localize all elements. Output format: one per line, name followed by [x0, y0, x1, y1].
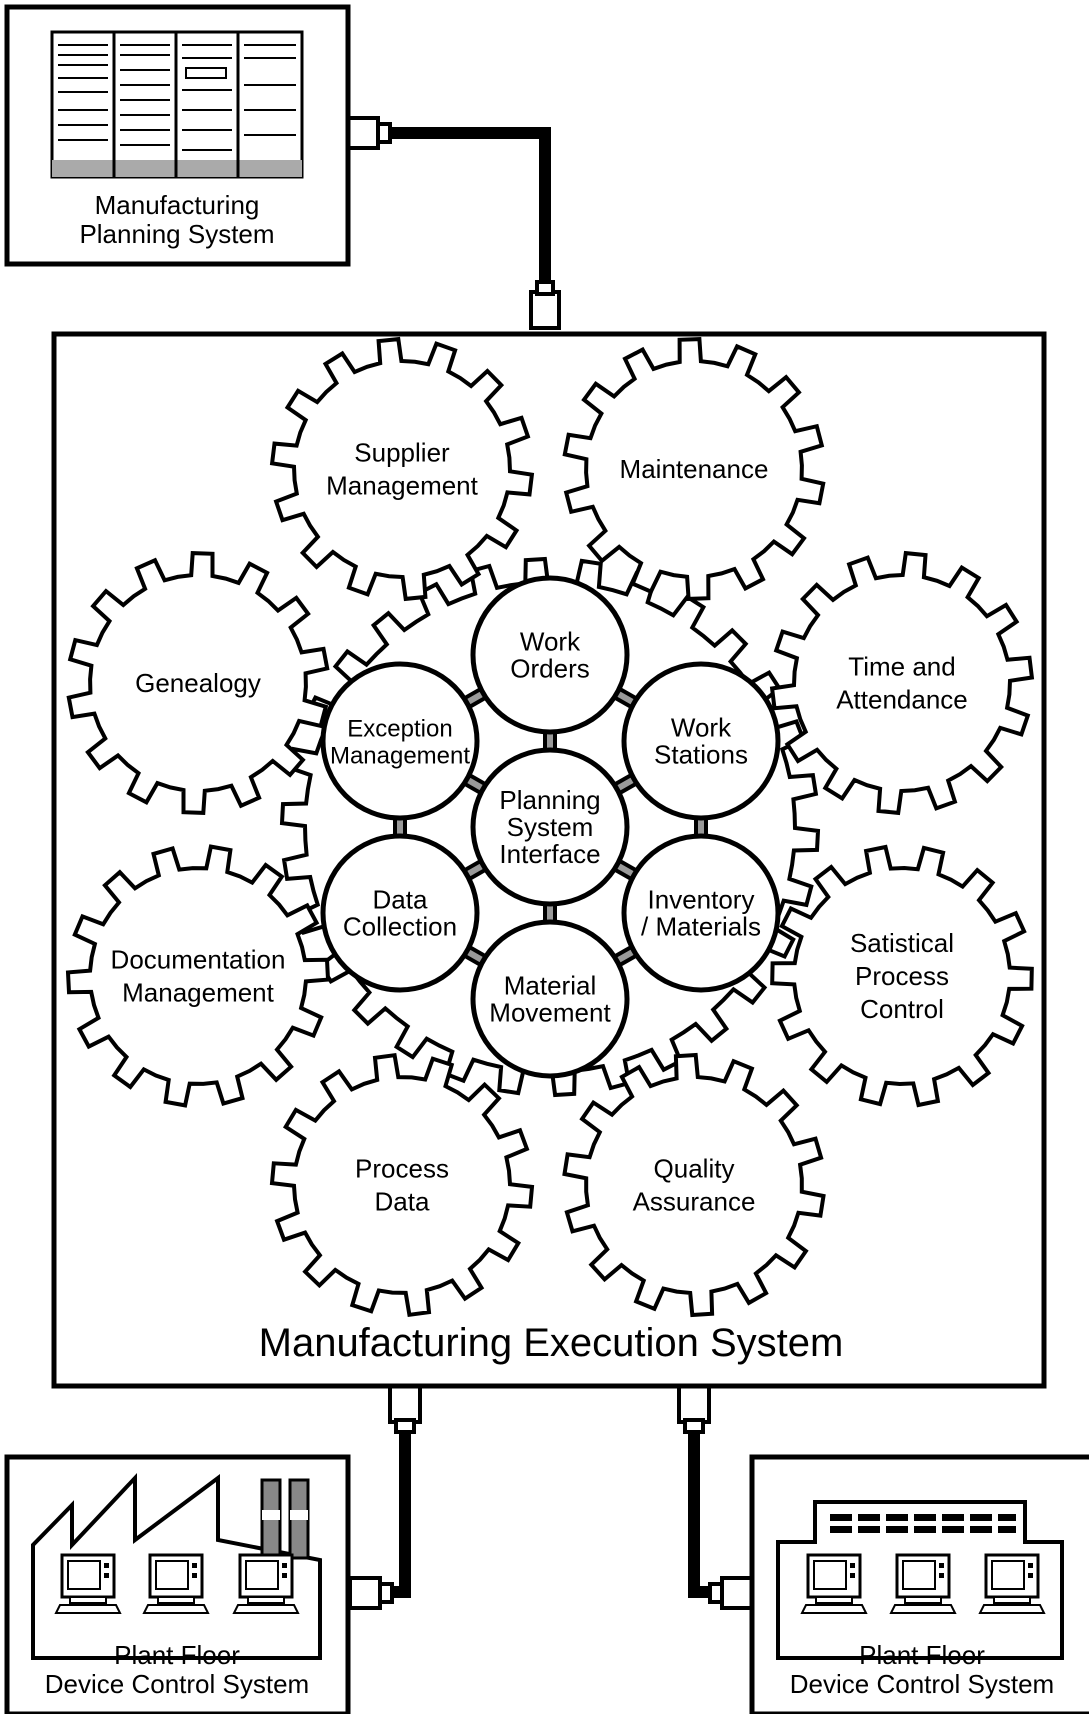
statistical-process-control-label-line2: Process [855, 961, 949, 991]
quality-assurance-label-line2: Assurance [633, 1187, 756, 1217]
material-movement-label-line2: Movement [489, 998, 611, 1028]
supplier-management-label-line2: Management [326, 471, 479, 501]
planning-system-title-line2: Planning System [79, 219, 274, 249]
cable-mes-to-plant-right [677, 1384, 754, 1610]
statistical-process-control-label-line3: Control [860, 994, 944, 1024]
planning-system-interface-label-line3: Interface [499, 839, 600, 869]
plant-left-title-line2: Device Control System [45, 1669, 309, 1699]
gear-shape [65, 844, 331, 1108]
data-collection-label-line2: Collection [343, 912, 457, 942]
planning-system-interface-label-line2: System [507, 812, 594, 842]
inventory-materials-label-line1: Inventory [648, 885, 755, 915]
left-computer-icons [54, 1553, 300, 1614]
gear-maintenance: Maintenance [562, 337, 826, 601]
module-circle [320, 833, 480, 993]
outer-gears: SupplierManagementMaintenanceGenealogyTi… [65, 336, 1035, 1318]
computer-icon [978, 1553, 1046, 1614]
mes-title: Manufacturing Execution System [259, 1321, 844, 1365]
work-orders-label-line2: Orders [510, 654, 589, 684]
computer-icon [54, 1553, 122, 1614]
plant-right-title-line1: Plant Floor [859, 1640, 985, 1670]
documentation-management-label-line2: Management [122, 978, 275, 1008]
module-inventory-materials: Inventory/ Materials [621, 833, 781, 993]
gear-shape [269, 1052, 535, 1318]
gear-shape [769, 550, 1035, 816]
computer-icon [142, 1553, 210, 1614]
plant-right-title-line2: Device Control System [790, 1669, 1054, 1699]
gear-shape [770, 844, 1034, 1108]
inner-modules: WorkOrdersExceptionManagementWorkStation… [320, 575, 781, 1079]
cable-planning-to-mes [346, 116, 561, 330]
planning-system-interface-label-line1: Planning [499, 785, 600, 815]
exception-management-label-line2: Management [330, 743, 470, 770]
documentation-management-label-line1: Documentation [111, 945, 286, 975]
computer-icon [800, 1553, 868, 1614]
server-rack-icon [50, 30, 304, 179]
plant-left-title-line1: Plant Floor [114, 1640, 240, 1670]
statistical-process-control-label-line1: Satistical [850, 928, 954, 958]
plant-floor-right-box: Plant Floor Device Control System [749, 1454, 1089, 1714]
gear-shape [562, 1052, 826, 1318]
planning-system-title-line1: Manufacturing [95, 190, 260, 220]
gear-genealogy: Genealogy [66, 551, 330, 815]
planning-system-box: Manufacturing Planning System [4, 4, 351, 267]
material-movement-label-line1: Material [504, 971, 596, 1001]
quality-assurance-label-line1: Quality [654, 1154, 735, 1184]
cable-mes-to-plant-left [348, 1384, 422, 1610]
work-stations-label-line1: Work [671, 713, 732, 743]
gear-shape [66, 551, 330, 815]
right-computer-icons [800, 1553, 1046, 1614]
work-stations-label-line2: Stations [654, 740, 748, 770]
data-collection-label-line1: Data [373, 885, 428, 915]
module-circle [621, 661, 781, 821]
genealogy-label-line1: Genealogy [135, 668, 261, 698]
time-and-attendance-label-line2: Attendance [836, 685, 968, 715]
time-and-attendance-label-line1: Time and [848, 652, 955, 682]
maintenance-label-line1: Maintenance [620, 454, 769, 484]
process-data-label-line1: Process [355, 1154, 449, 1184]
gear-shape [562, 337, 826, 601]
computer-icon [889, 1553, 957, 1614]
module-circle [470, 919, 630, 1079]
process-data-label-line2: Data [375, 1187, 430, 1217]
supplier-management-label-line1: Supplier [354, 438, 450, 468]
plant-floor-left-box: Plant Floor Device Control System [4, 1454, 351, 1714]
work-orders-label-line1: Work [520, 627, 581, 657]
module-circle [621, 833, 781, 993]
module-circle [470, 747, 630, 907]
gear-shape [269, 336, 535, 602]
module-circle [470, 575, 630, 735]
module-circle [320, 661, 480, 821]
computer-icon [232, 1553, 300, 1614]
inventory-materials-label-line2: / Materials [641, 912, 761, 942]
exception-management-label-line1: Exception [347, 716, 452, 743]
